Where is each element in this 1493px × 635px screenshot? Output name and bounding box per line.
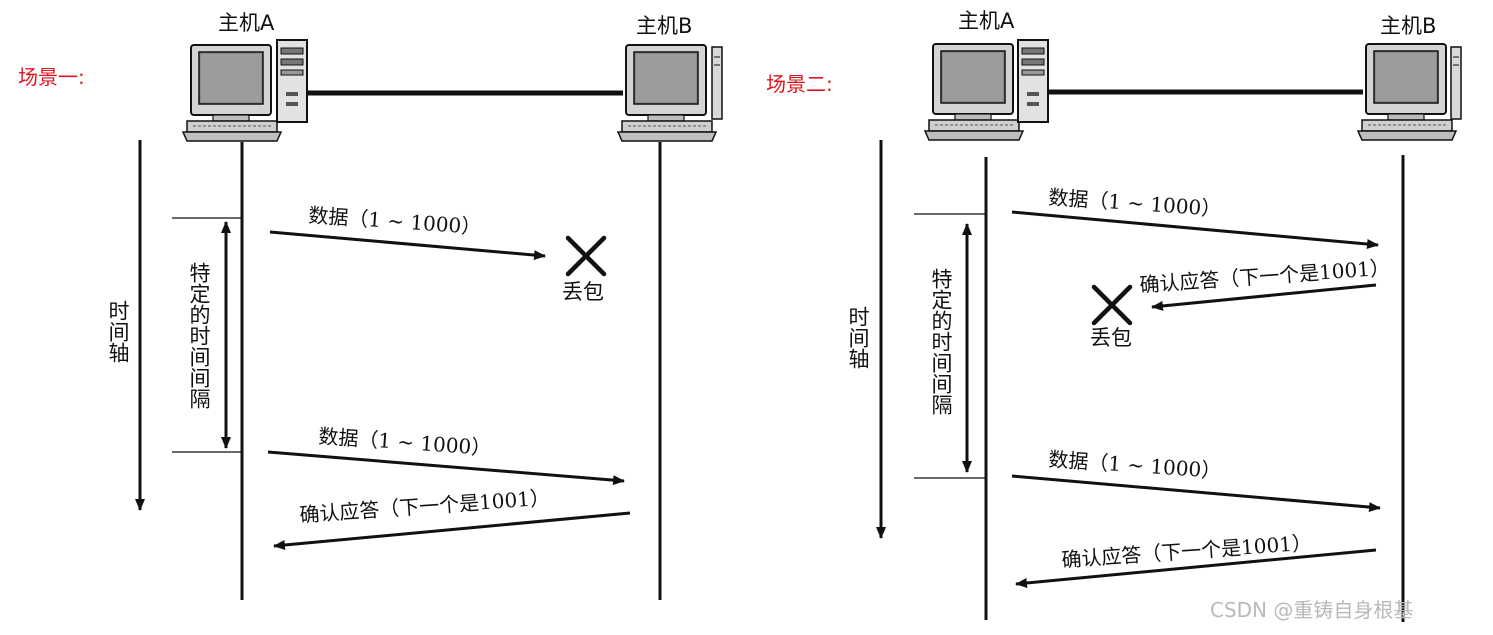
- scene-1: 场景一: 主机A 主机B 时间轴 特定的时间间隔 数据（1 ~ 1000）: [18, 11, 723, 600]
- scene-2-label: 场景二:: [766, 72, 833, 96]
- scene-2-loss-label: 丢包: [1090, 326, 1132, 350]
- tower-computer-icon: [711, 46, 723, 120]
- scene-2-data-1-arrow: [1011, 210, 1379, 249]
- tower-computer-icon: [1450, 46, 1462, 120]
- scene-2: 场景二: 主机A 主机B 时间轴 特定的时间间隔 数据（1 ~ 1000） 确认…: [766, 9, 1462, 622]
- desktop-computer-icon: [1357, 43, 1457, 141]
- scene-1-host-b-label: 主机B: [636, 14, 692, 38]
- scene-2-data-2-arrow: [1011, 474, 1381, 513]
- scene-2-host-a-computer: [924, 39, 1049, 141]
- scene-1-loss-label: 丢包: [562, 280, 604, 304]
- scene-2-msg-ack-1: 确认应答（下一个是1001）: [1139, 256, 1391, 297]
- scene-2-ack-2-arrow: [1015, 548, 1377, 588]
- scene-1-host-a-label: 主机A: [218, 11, 275, 35]
- scene-2-host-b-computer: [1357, 43, 1462, 141]
- scene-1-msg-data-1: 数据（1 ~ 1000）: [308, 203, 482, 239]
- desktop-computer-icon: [182, 44, 282, 142]
- desktop-computer-icon: [617, 44, 717, 142]
- cross-mark-icon: [1094, 287, 1130, 323]
- scene-2-ack-1-arrow: [1151, 283, 1377, 311]
- scene-2-host-b-label: 主机B: [1380, 14, 1436, 38]
- scene-1-host-b-computer: [617, 44, 723, 142]
- watermark: CSDN @重铸自身根基: [1210, 598, 1413, 622]
- scene-1-interval-label: 特定的时间间隔: [187, 262, 211, 409]
- scene-2-msg-data-1: 数据（1 ~ 1000）: [1048, 185, 1222, 221]
- scene-2-interval-label: 特定的时间间隔: [929, 268, 953, 415]
- scene-1-host-a-computer: [182, 39, 308, 142]
- scene-1-data-1-arrow: [269, 230, 546, 261]
- tower-computer-icon: [1017, 39, 1049, 123]
- tower-computer-icon: [276, 39, 308, 123]
- scene-2-msg-data-2: 数据（1 ~ 1000）: [1048, 447, 1222, 483]
- scene-1-msg-ack: 确认应答（下一个是1001）: [299, 486, 551, 527]
- scene-1-ack-arrow: [273, 511, 631, 550]
- desktop-computer-icon: [924, 43, 1024, 141]
- scene-1-label: 场景一:: [18, 65, 85, 89]
- scene-1-time-axis-label: 时间轴: [106, 300, 130, 363]
- scene-2-time-axis-label: 时间轴: [846, 306, 870, 369]
- scene-2-host-a-label: 主机A: [958, 9, 1015, 33]
- scene-1-data-2-arrow: [267, 450, 625, 486]
- scene-1-msg-data-2: 数据（1 ~ 1000）: [318, 424, 492, 460]
- cross-mark-icon: [568, 238, 604, 274]
- scene-2-msg-ack-2: 确认应答（下一个是1001）: [1061, 531, 1313, 572]
